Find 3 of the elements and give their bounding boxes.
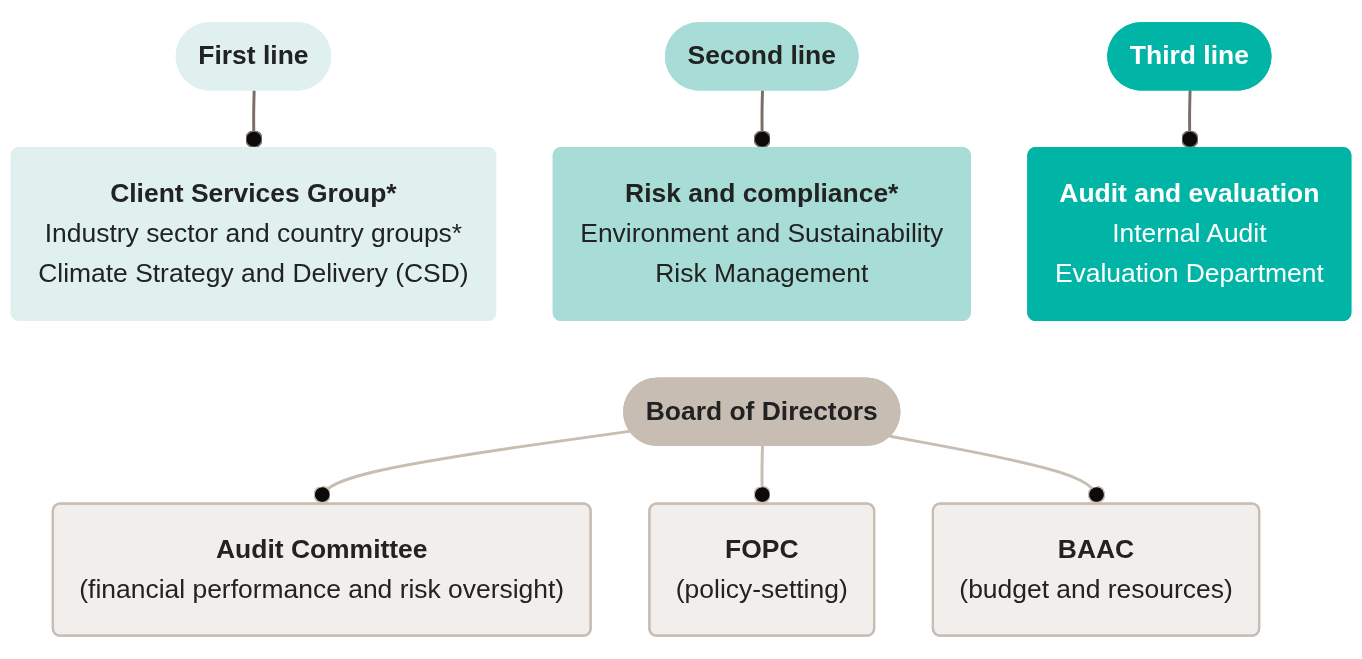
connector	[245, 90, 263, 149]
connector	[753, 90, 772, 149]
connector	[1180, 90, 1199, 149]
